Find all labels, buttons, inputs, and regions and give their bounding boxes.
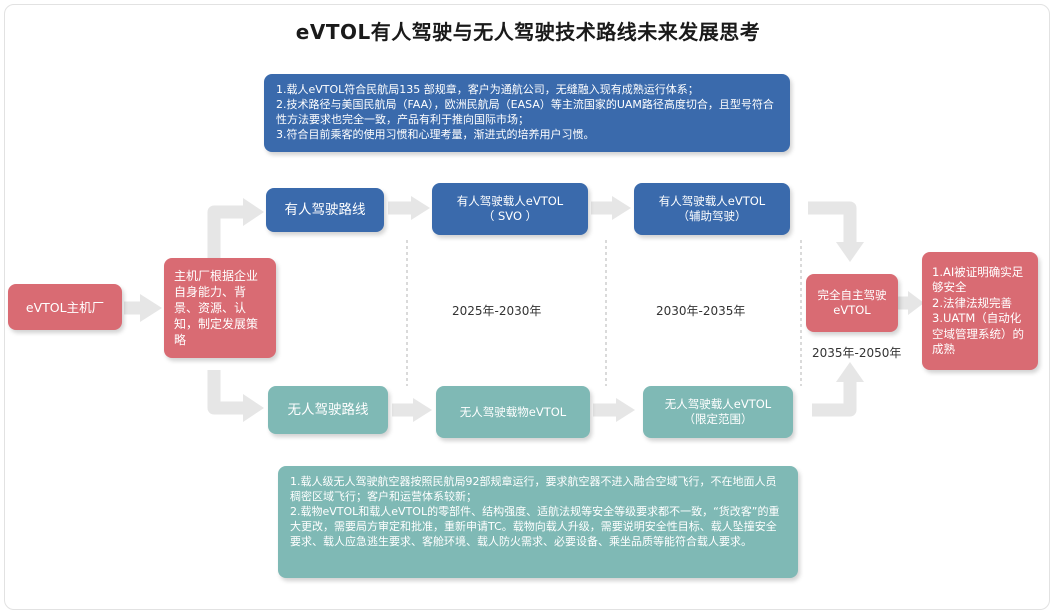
manned-rationale-note: 1.载人eVTOL符合民航局135 部规章，客户为通航公司，无缝融入现有成熟运行… bbox=[264, 74, 790, 152]
box-line: 完全自主驾驶 bbox=[817, 288, 887, 302]
box-line: （ SVO ） bbox=[482, 209, 538, 223]
box-line: （限定范围） bbox=[683, 412, 753, 426]
arrow-assist-to-autonomous bbox=[808, 201, 857, 244]
unmanned-note-line: 2.载物eVTOL和载人eVTOL的零部件、结构强度、适航法规等安全等级要求都不… bbox=[290, 505, 780, 548]
period-label: 2035年-2050年 bbox=[812, 346, 902, 360]
box-line: 有人驾驶载人eVTOL bbox=[658, 194, 766, 208]
arrowhead-unmanned bbox=[243, 394, 264, 422]
box-line: eVTOL bbox=[833, 303, 871, 317]
arrow-limited-to-autonomous bbox=[812, 380, 857, 417]
arrowhead-limited bbox=[616, 398, 635, 422]
period-label: 2025年-2030年 bbox=[452, 304, 542, 318]
manned-route-box: 有人驾驶路线 bbox=[266, 188, 384, 232]
box-line: 无人驾驶载人eVTOL bbox=[664, 397, 772, 411]
manned-svo-evtol-box: 有人驾驶载人eVTOL （ SVO ） bbox=[432, 183, 588, 235]
unmanned-limited-evtol-box: 无人驾驶载人eVTOL （限定范围） bbox=[643, 386, 793, 438]
manned-note-line: 1.载人eVTOL符合民航局135 部规章，客户为通航公司，无缝融入现有成熟运行… bbox=[276, 83, 699, 96]
arrowhead-manned bbox=[243, 198, 264, 226]
arrowhead-autonomous-bottom bbox=[836, 362, 864, 382]
arrowhead-conditions bbox=[908, 291, 924, 315]
box-line: （辅助驾驶） bbox=[677, 209, 747, 223]
strategy-box: 主机厂根据企业自身能力、背景、资源、认知，制定发展策略 bbox=[164, 258, 276, 358]
arrowhead-assist bbox=[612, 196, 631, 220]
arrow-strategy-to-manned bbox=[207, 205, 245, 258]
autonomous-evtol-box: 完全自主驾驶 eVTOL bbox=[806, 274, 898, 332]
manned-note-line: 3.符合目前乘客的使用习惯和心理考量，渐进式的培养用户习惯。 bbox=[276, 128, 595, 141]
arrowhead-cargo bbox=[413, 398, 432, 422]
unmanned-route-box: 无人驾驶路线 bbox=[268, 386, 388, 434]
arrowhead-autonomous-top bbox=[836, 242, 864, 262]
box-line: 有人驾驶载人eVTOL bbox=[456, 194, 564, 208]
success-conditions-box: 1.AI被证明确实足够安全 2.法律法规完善 3.UATM（自动化空域管理系统）… bbox=[922, 252, 1038, 370]
manned-assisted-evtol-box: 有人驾驶载人eVTOL （辅助驾驶） bbox=[634, 183, 790, 235]
unmanned-rationale-note: 1.载人级无人驾驶航空器按照民航局92部规章运行，要求航空器不进入融合空域飞行，… bbox=[278, 466, 798, 578]
oem-box: eVTOL主机厂 bbox=[8, 284, 122, 330]
unmanned-cargo-evtol-box: 无人驾驶载物eVTOL bbox=[436, 386, 590, 438]
page-title: eVTOL有人驾驶与无人驾驶技术路线未来发展思考 bbox=[295, 20, 761, 44]
frame-border bbox=[4, 4, 1050, 610]
manned-note-line: 2.技术路径与美国民航局（FAA），欧洲民航局（EASA）等主流国家的UAM路径… bbox=[276, 98, 774, 126]
unmanned-note-line: 1.载人级无人驾驶航空器按照民航局92部规章运行，要求航空器不进入融合空域飞行，… bbox=[290, 475, 777, 503]
arrowhead-oem bbox=[140, 294, 162, 322]
period-label: 2030年-2035年 bbox=[656, 304, 746, 318]
arrowhead-svo bbox=[411, 196, 430, 220]
arrow-strategy-to-unmanned bbox=[207, 370, 245, 415]
